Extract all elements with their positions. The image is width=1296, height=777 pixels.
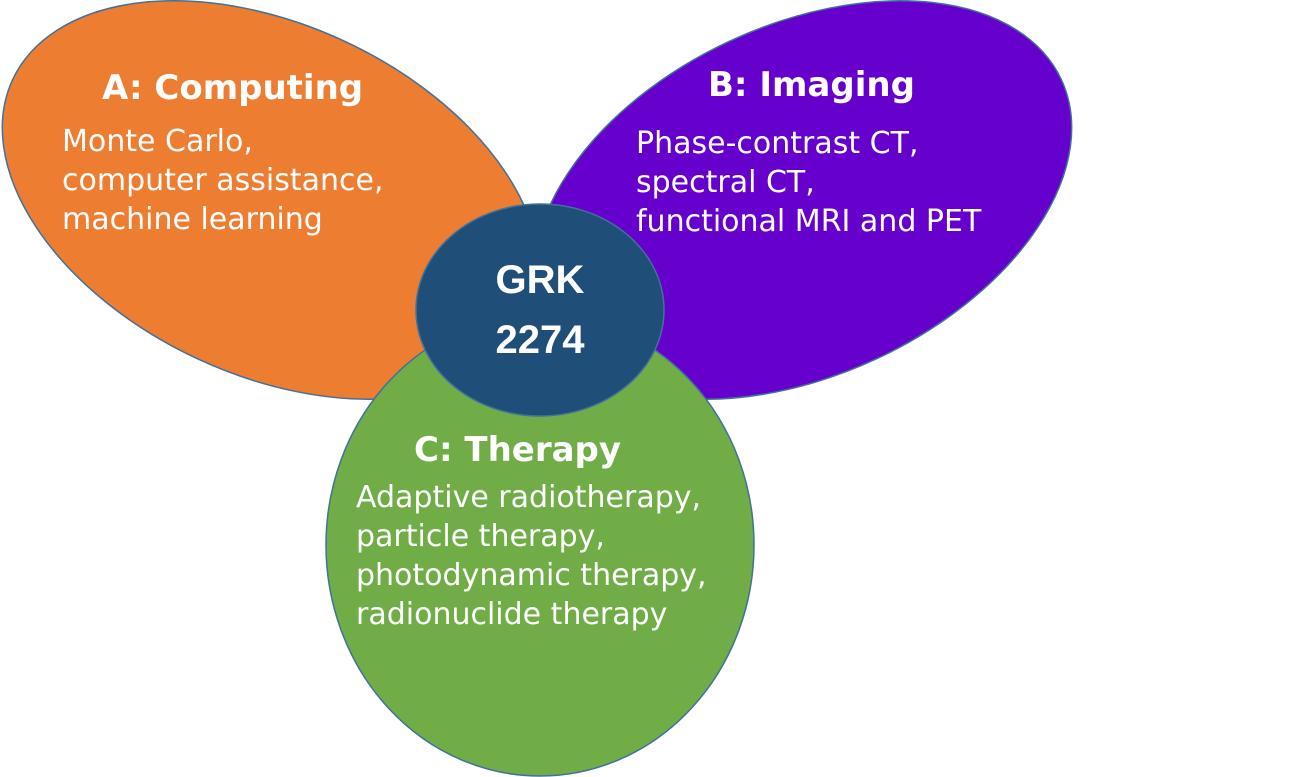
area-a-line: Monte Carlo, [62, 124, 253, 159]
area-b-line: spectral CT, [636, 165, 815, 200]
area-a-line: computer assistance, [62, 163, 384, 198]
center-ellipse [415, 203, 665, 417]
area-a-text: Monte Carlo, computer assistance, machin… [62, 122, 383, 239]
area-b-line: functional MRI and PET [636, 204, 982, 239]
area-c-line: particle therapy, [356, 519, 605, 554]
center-label: GRK 2274 [440, 250, 640, 370]
area-c-title: C: Therapy [414, 430, 622, 470]
center-label-line2: 2274 [495, 318, 585, 362]
area-b-text: Phase-contrast CT, spectral CT, function… [636, 124, 981, 241]
area-c-line: photodynamic therapy, [356, 558, 707, 593]
area-b-title: B: Imaging [708, 65, 915, 105]
area-a-title: A: Computing [102, 68, 364, 108]
area-c-line: radionuclide therapy [356, 597, 668, 632]
area-c-line: Adaptive radiotherapy, [356, 480, 702, 515]
area-b-line: Phase-contrast CT, [636, 126, 919, 161]
center-label-line1: GRK [495, 258, 585, 302]
area-c-text: Adaptive radiotherapy, particle therapy,… [356, 478, 707, 634]
area-a-line: machine learning [62, 202, 323, 237]
